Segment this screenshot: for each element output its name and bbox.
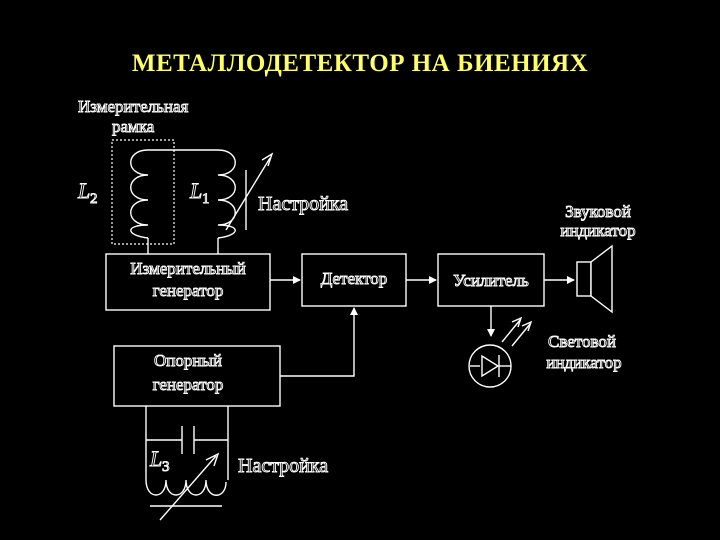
amplifier-label: Усилитель [453, 271, 529, 290]
measuring-generator-line2: генератор [153, 281, 224, 300]
detector-label: Детектор [321, 269, 388, 288]
coil-l3 [145, 440, 229, 521]
coil-l3-label: L [149, 446, 162, 471]
speaker-icon [576, 244, 613, 314]
light-indicator-line1: Световой [548, 332, 616, 351]
coil-l2-label: L [77, 178, 90, 203]
tuning-bottom-label: Настройка [238, 455, 328, 477]
capacitor-icon [145, 406, 229, 454]
coil-l1 [217, 149, 274, 254]
measuring-generator-line1: Измерительный [130, 259, 245, 278]
sound-indicator-line2: индикатор [560, 221, 635, 240]
coil-l2 [130, 149, 218, 254]
frame-label-line1: Измерительная [78, 97, 189, 116]
reference-generator-block [113, 345, 281, 407]
reference-generator-line2: генератор [153, 375, 224, 394]
arrow-refgen-to-detector [280, 307, 358, 377]
coil-l2-sub: 2 [90, 191, 98, 207]
frame-label-line2: рамка [112, 117, 155, 136]
page-title: МЕТАЛЛОДЕТЕКТОР НА БИЕНИЯХ [131, 50, 589, 77]
coil-l3-sub: 3 [162, 459, 170, 475]
light-indicator-line2: индикатор [546, 353, 621, 372]
tuning-top-label: Настройка [258, 193, 348, 215]
reference-generator-line1: Опорный [154, 351, 222, 370]
detector-block [301, 253, 407, 307]
coil-l1-sub: 1 [202, 191, 210, 207]
measuring-frame [111, 139, 175, 245]
measuring-generator-block [105, 253, 271, 311]
coil-l1-label: L [189, 178, 202, 203]
led-icon [468, 316, 533, 388]
sound-indicator-line1: Звуковой [565, 202, 631, 221]
